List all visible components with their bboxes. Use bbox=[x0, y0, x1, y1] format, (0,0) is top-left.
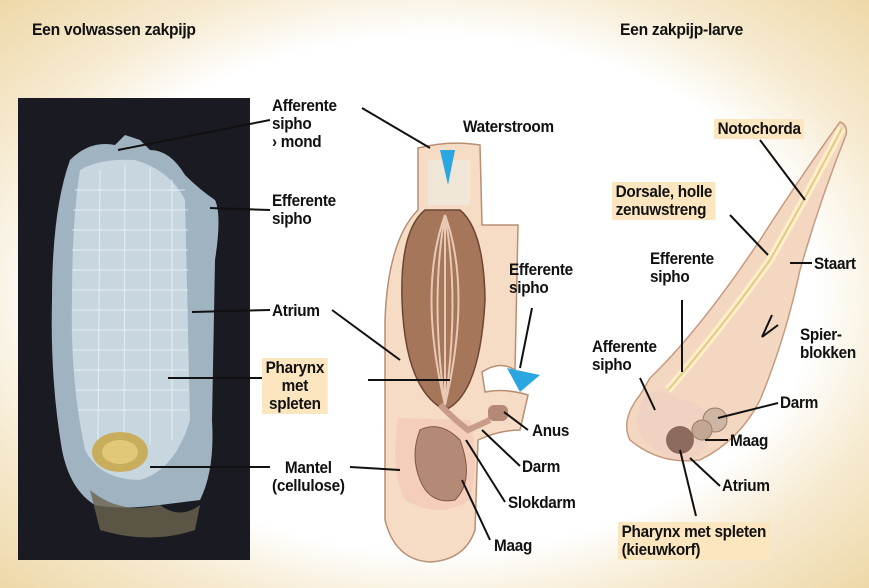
label-maag-larva: Maag bbox=[730, 432, 768, 450]
label-staart: Staart bbox=[814, 255, 856, 273]
label-darm-adult: Darm bbox=[522, 458, 560, 476]
label-afferente-sipho: Afferente sipho › mond bbox=[272, 97, 337, 151]
label-maag-adult: Maag bbox=[494, 537, 532, 555]
label-pharynx-met-spleten: Pharynx met spleten bbox=[262, 358, 328, 414]
label-darm-larva: Darm bbox=[780, 394, 818, 412]
label-afferente-sipho-larva: Afferente sipho bbox=[592, 338, 657, 374]
label-efferente-sipho-larva: Efferente sipho bbox=[650, 250, 714, 286]
label-efferente-sipho-photo: Efferente sipho bbox=[272, 192, 336, 228]
larva-title: Een zakpijp-larve bbox=[620, 20, 743, 40]
label-pharynx-kieuwkorf: Pharynx met spleten (kieuwkorf) bbox=[618, 522, 770, 560]
adult-title: Een volwassen zakpijp bbox=[32, 20, 196, 40]
label-spierblokken: Spier- blokken bbox=[800, 326, 856, 362]
label-slokdarm: Slokdarm bbox=[508, 494, 576, 512]
label-waterstroom: Waterstroom bbox=[463, 118, 554, 136]
label-notochorda: Notochorda bbox=[714, 119, 804, 139]
label-dorsale-holle-zenuwstreng: Dorsale, holle zenuwstreng bbox=[612, 182, 716, 220]
adult-photo bbox=[18, 98, 250, 560]
label-efferente-sipho-drawing: Efferente sipho bbox=[509, 261, 573, 297]
label-atrium-larva: Atrium bbox=[722, 477, 770, 495]
label-atrium-adult: Atrium bbox=[272, 302, 320, 320]
label-mantel: Mantel (cellulose) bbox=[272, 459, 345, 495]
label-anus: Anus bbox=[532, 422, 569, 440]
